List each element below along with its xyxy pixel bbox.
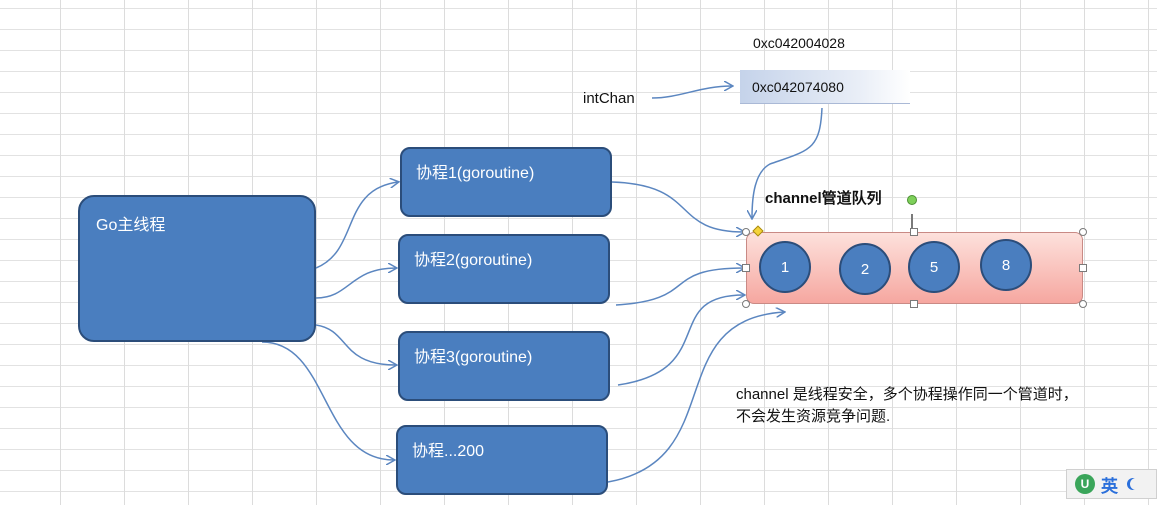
ime-mode[interactable]: 英 <box>1101 476 1118 496</box>
resize-handle[interactable] <box>1079 264 1087 272</box>
resize-handle[interactable] <box>1079 300 1087 308</box>
arrow-main-to-goroutine-2 <box>315 268 396 299</box>
thread-safety-note: channel 是线程安全，多个协程操作同一个管道时， 不会发生资源竞争问题. <box>736 384 1078 428</box>
resize-handle[interactable] <box>1079 228 1087 236</box>
intchan-label: intChan <box>583 90 635 107</box>
goroutine-box-2: 协程2(goroutine) <box>398 234 610 304</box>
goroutine-box-200: 协程...200 <box>396 425 608 495</box>
goroutine-label: 协程1(goroutine) <box>416 165 535 182</box>
resize-handle[interactable] <box>742 300 750 308</box>
arrow-goroutine-2-to-channel <box>615 268 744 306</box>
arrow-goroutine-1-to-channel <box>611 181 744 232</box>
rotate-handle[interactable] <box>907 195 917 205</box>
resize-handle[interactable] <box>910 228 918 236</box>
note-line-1: channel 是线程安全，多个协程操作同一个管道时， <box>736 386 1078 403</box>
moon-icon[interactable] <box>1130 478 1142 490</box>
main-thread-box: Go主线程 <box>78 195 316 342</box>
arrow-address-to-channel <box>752 107 823 218</box>
resize-handle[interactable] <box>910 300 918 308</box>
resize-handle[interactable] <box>742 264 750 272</box>
arrow-goroutine-3-to-channel <box>617 295 744 386</box>
queue-item: 1 <box>759 241 811 293</box>
queue-item: 2 <box>839 243 891 295</box>
queue-item: 5 <box>908 241 960 293</box>
rotate-handle-stem <box>911 214 913 228</box>
arrow-main-to-goroutine-1 <box>315 182 398 269</box>
goroutine-label: 协程3(goroutine) <box>414 349 533 366</box>
arrow-goroutine-200-to-channel <box>607 312 784 483</box>
main-thread-label: Go主线程 <box>96 217 166 234</box>
channel-queue[interactable]: 1 2 5 8 <box>746 232 1083 304</box>
intchan-value-cell: 0xc042074080 <box>740 70 910 104</box>
note-line-2: 不会发生资源竞争问题. <box>736 408 891 425</box>
goroutine-box-3: 协程3(goroutine) <box>398 331 610 401</box>
resize-handle[interactable] <box>742 228 750 236</box>
ime-status-bar[interactable]: U 英 <box>1066 469 1157 499</box>
queue-item: 8 <box>980 239 1032 291</box>
goroutine-box-1: 协程1(goroutine) <box>400 147 612 217</box>
goroutine-label: 协程2(goroutine) <box>414 252 533 269</box>
arrow-main-to-goroutine-200 <box>261 341 394 460</box>
channel-title: channel管道队列 <box>765 190 882 207</box>
arrow-intchan-to-address <box>651 86 732 99</box>
variable-address: 0xc042004028 <box>753 35 845 51</box>
value-address: 0xc042074080 <box>752 79 844 95</box>
ime-logo-icon: U <box>1075 474 1095 494</box>
goroutine-label: 协程...200 <box>412 443 485 460</box>
arrow-main-to-goroutine-3 <box>315 324 396 365</box>
